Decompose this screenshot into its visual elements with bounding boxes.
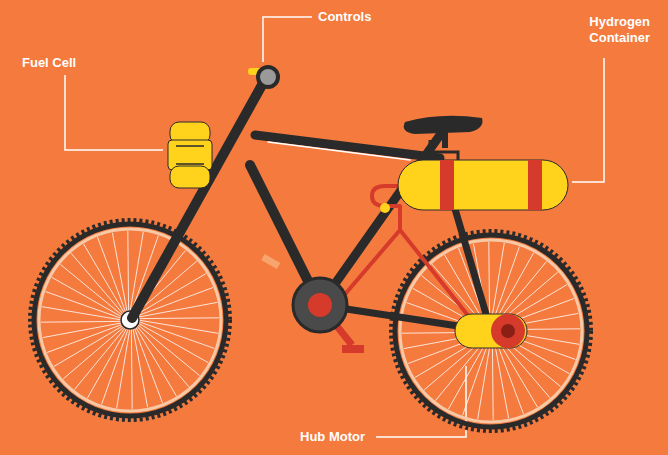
spoke	[138, 302, 218, 317]
spoke	[41, 321, 122, 323]
spoke	[492, 339, 494, 420]
fuel-cell	[168, 122, 212, 188]
controls-knob	[258, 67, 278, 87]
controls-label: Controls	[318, 9, 371, 25]
spoke	[74, 327, 126, 390]
saddle	[404, 116, 483, 134]
fuel-cell-label: Fuel Cell	[22, 55, 76, 71]
spoke	[60, 264, 123, 316]
spoke	[494, 339, 509, 419]
spoke	[134, 327, 162, 403]
hub-motor	[455, 314, 527, 348]
spoke	[42, 307, 122, 320]
spoke	[138, 323, 209, 363]
spoke	[63, 326, 125, 379]
spoke	[137, 324, 200, 376]
spoke	[117, 328, 130, 408]
spoke	[43, 323, 123, 338]
hub-motor-label: Hub Motor	[300, 429, 365, 445]
spoke	[112, 233, 127, 313]
spoke	[448, 339, 488, 410]
spoke	[494, 253, 534, 324]
spoke	[98, 237, 126, 313]
spoke	[491, 243, 504, 323]
indicator-light	[380, 203, 390, 213]
spoke	[127, 231, 129, 312]
spoke	[131, 328, 133, 409]
spoke	[133, 328, 148, 408]
seat-post	[442, 132, 448, 148]
spoke	[52, 277, 123, 317]
rear-wheel	[391, 231, 591, 431]
spoke	[136, 325, 189, 387]
spoke	[478, 339, 491, 419]
spoke	[87, 328, 127, 399]
crank	[261, 254, 364, 353]
spoke	[47, 324, 123, 352]
spoke	[71, 253, 124, 315]
hydrogen-container-label: Hydrogen Container	[574, 14, 650, 46]
spoke	[138, 317, 219, 319]
spoke	[138, 320, 218, 333]
spoke	[495, 338, 523, 414]
hydrogen-container	[398, 160, 568, 210]
